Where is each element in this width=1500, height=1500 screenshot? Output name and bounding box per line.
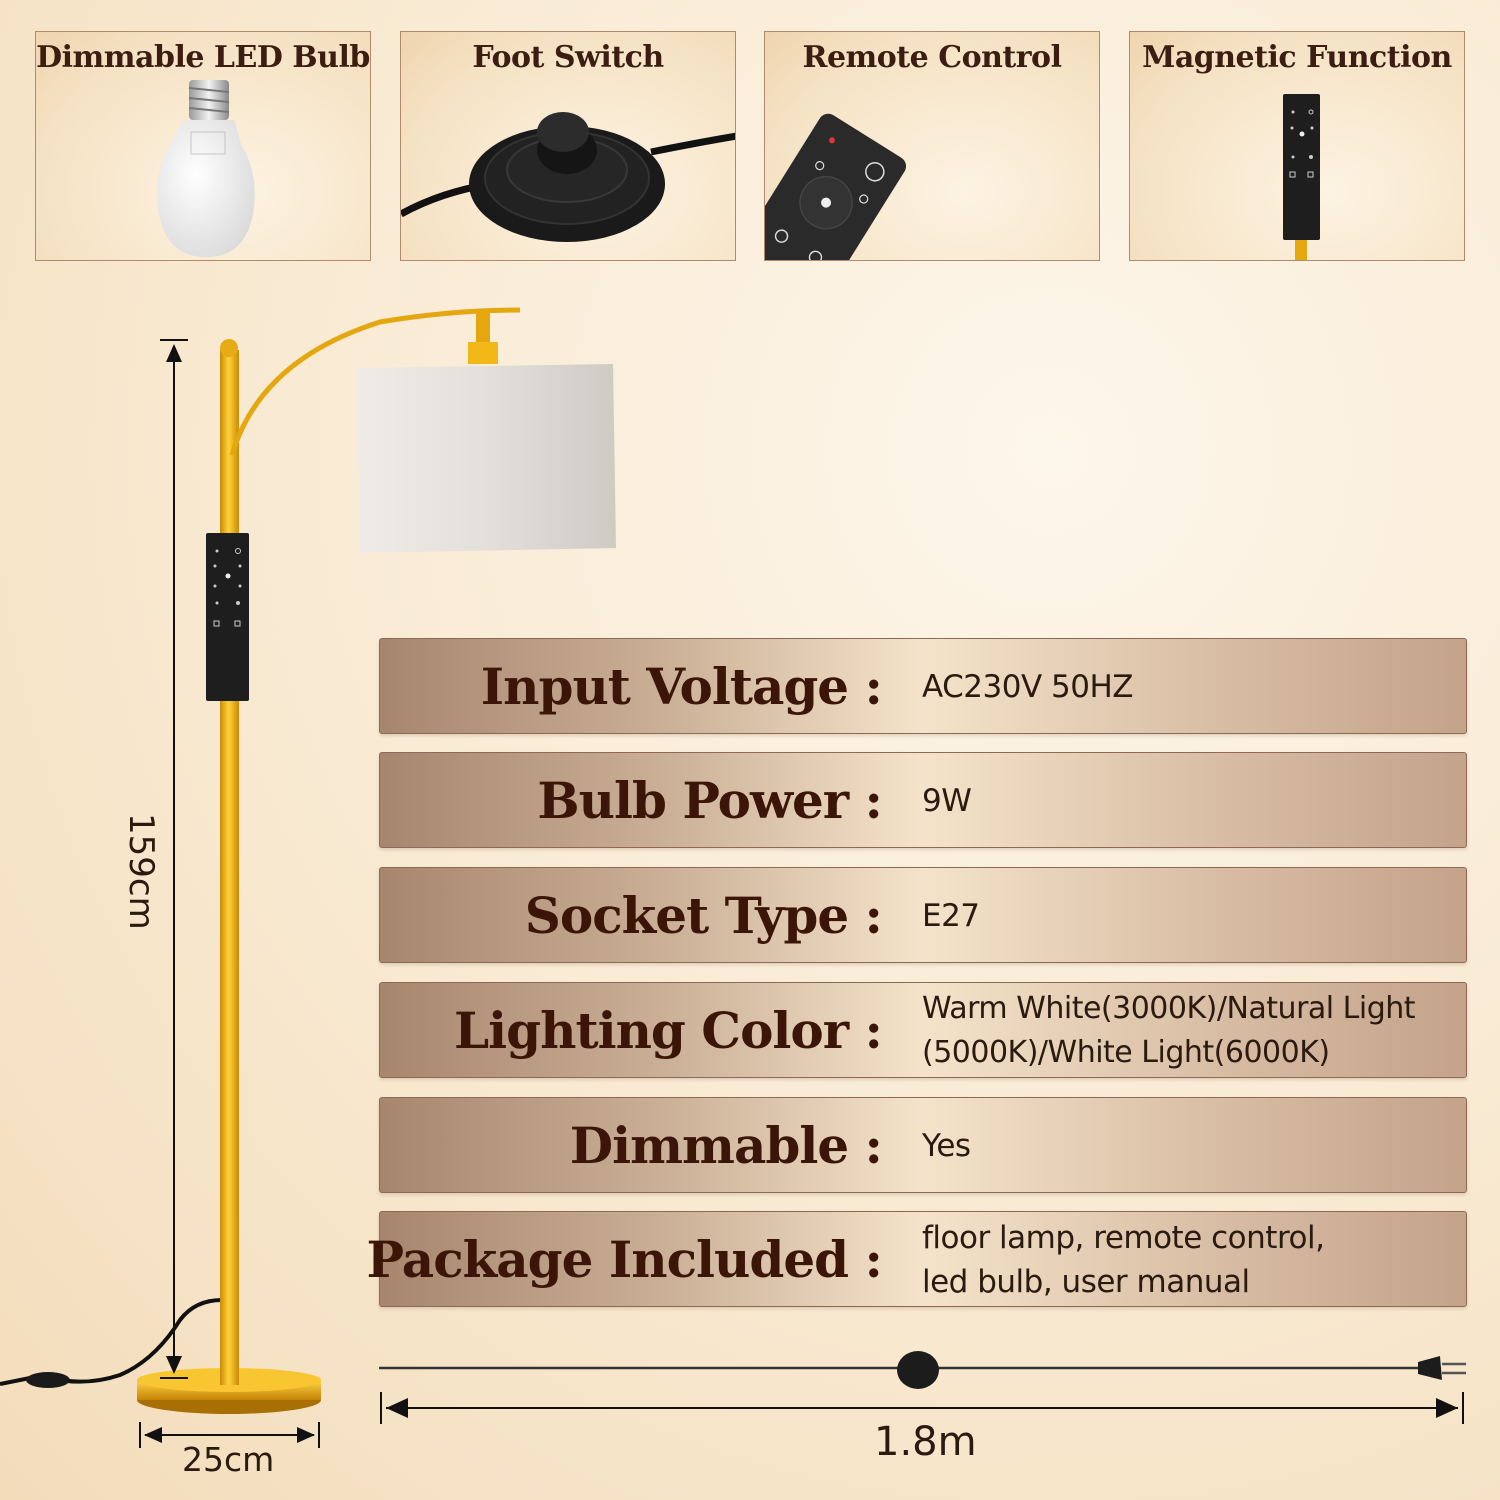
foot-switch-icon (401, 112, 735, 242)
remote-control-icon (765, 113, 907, 260)
spec-row-package-included: Package Included : floor lamp, remote co… (367, 1211, 1467, 1307)
feature-title: Remote Control (802, 40, 1062, 75)
spec-label: Package Included : (366, 1230, 883, 1289)
feature-card-led-bulb: Dimmable LED Bulb (35, 31, 371, 261)
spec-label: Bulb Power : (537, 771, 883, 830)
feature-title: Foot Switch (472, 40, 664, 75)
spec-value: 9W (922, 783, 972, 819)
spec-value: AC230V 50HZ (922, 669, 1134, 705)
height-dimension-label: 159cm (121, 813, 161, 930)
spec-value: Yes (922, 1128, 971, 1164)
led-bulb-icon (157, 80, 255, 257)
spec-row-socket-type: Socket Type : E27 (379, 867, 1467, 963)
spec-row-lighting-color: Lighting Color : Warm White(3000K)/Natur… (379, 982, 1467, 1078)
spec-value: floor lamp, remote control, led bulb, us… (922, 1220, 1325, 1300)
feature-card-foot-switch: Foot Switch (400, 31, 736, 261)
spec-label: Socket Type : (524, 886, 883, 945)
magnetic-panel-icon (1283, 94, 1320, 260)
cable-foot-switch-icon (897, 1351, 939, 1389)
feature-title: Magnetic Function (1142, 40, 1452, 75)
foot-switch-small-icon (26, 1372, 70, 1388)
spec-row-input-voltage: Input Voltage : AC230V 50HZ (379, 638, 1467, 734)
feature-card-magnetic: Magnetic Function (1129, 31, 1465, 261)
spec-value: Warm White(3000K)/Natural Light (5000K)/… (922, 991, 1416, 1070)
cable-length-dimension-label: 1.8m (874, 1419, 977, 1465)
feature-card-remote-control: Remote Control (764, 31, 1100, 261)
feature-title: Dimmable LED Bulb (36, 40, 370, 75)
spec-row-dimmable: Dimmable : Yes (379, 1097, 1467, 1193)
base-width-dimension-label: 25cm (182, 1440, 275, 1479)
spec-row-bulb-power: Bulb Power : 9W (379, 752, 1467, 848)
plug-icon (1418, 1356, 1442, 1380)
spec-label: Dimmable : (569, 1116, 883, 1175)
spec-label: Input Voltage : (480, 657, 883, 716)
spec-label: Lighting Color : (454, 1001, 883, 1060)
magnetic-control-panel (206, 533, 249, 701)
spec-value: E27 (922, 898, 980, 934)
lamp-shade (357, 364, 616, 553)
